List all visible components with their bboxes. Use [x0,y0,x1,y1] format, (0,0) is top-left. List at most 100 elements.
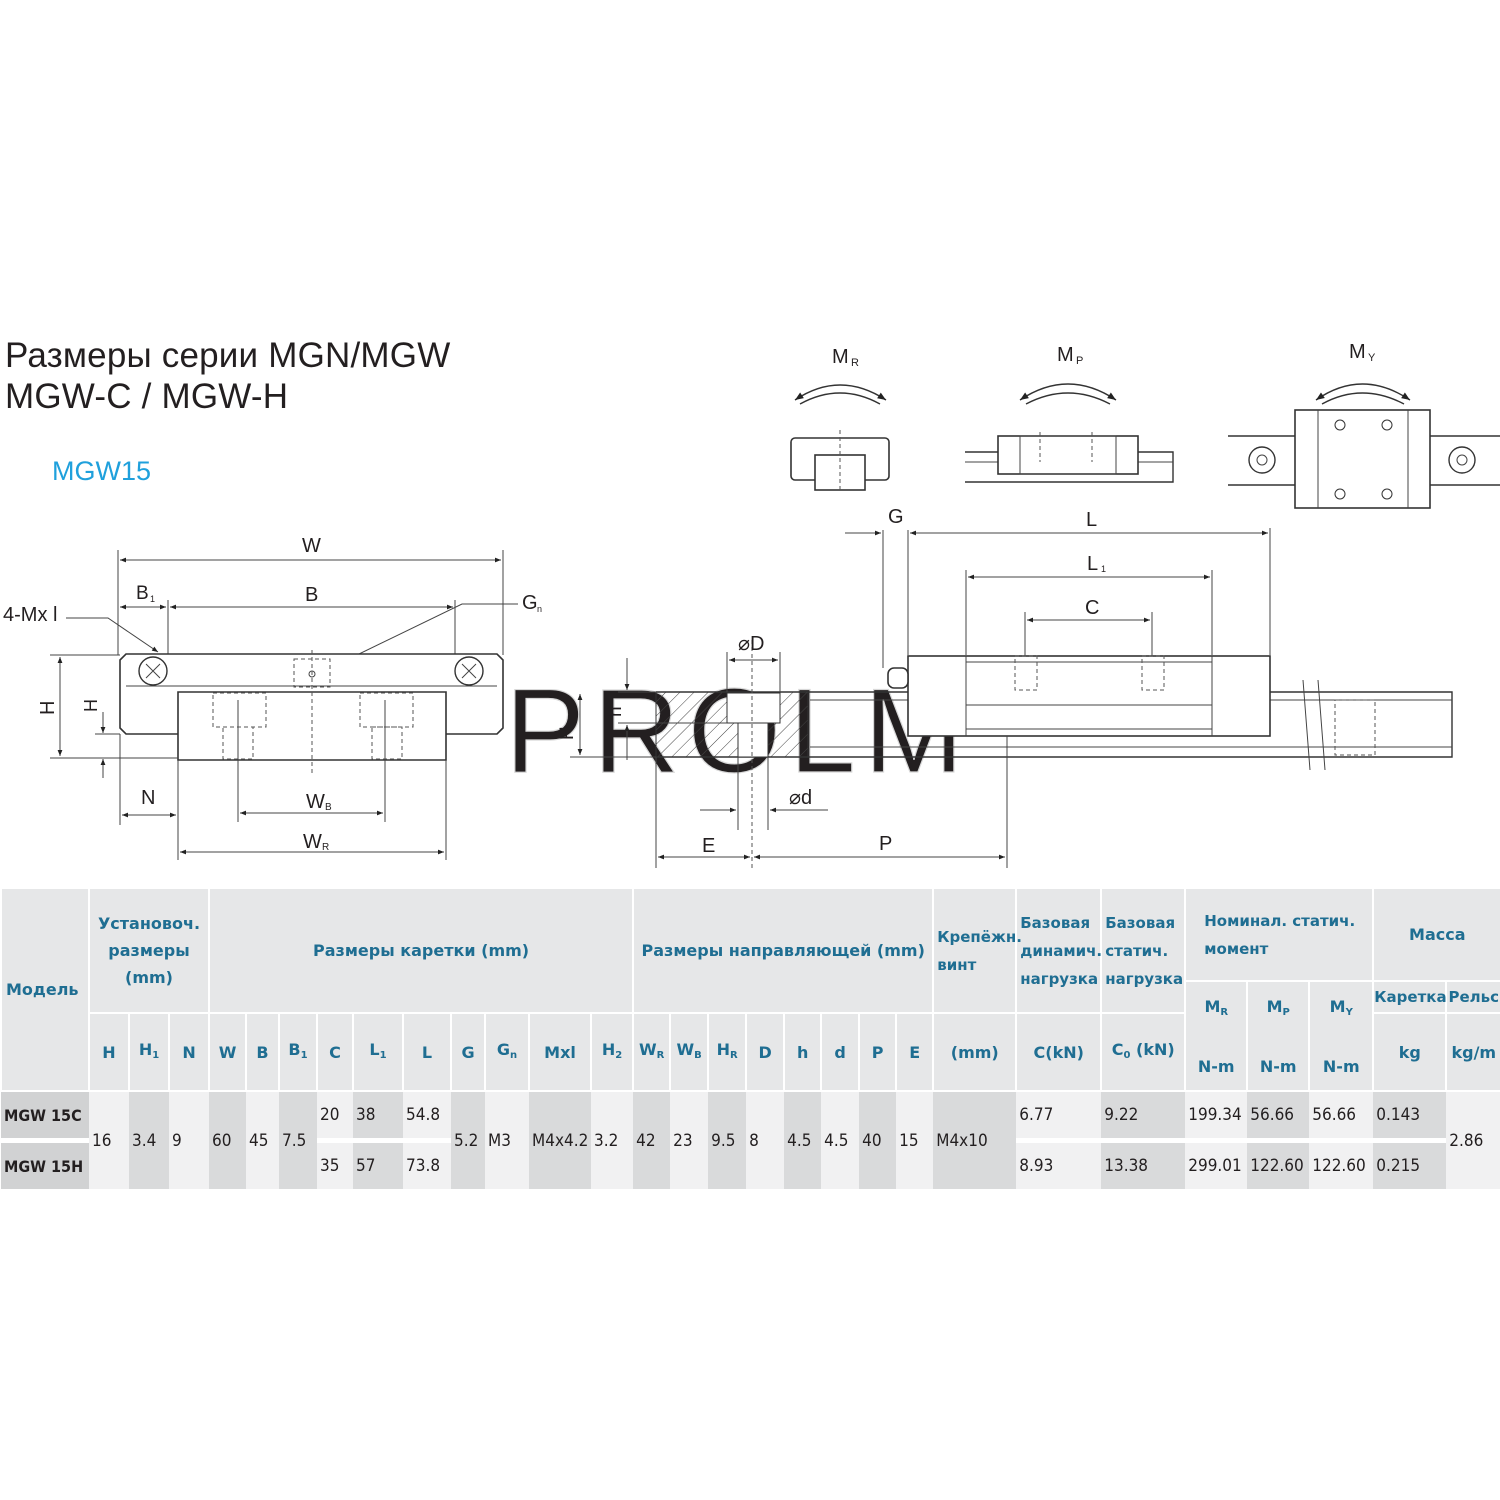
cell-N: 9 [169,1091,210,1189]
svg-text:R: R [851,357,859,369]
svg-text:n: n [537,604,542,614]
cell-kg: 0.143 [1373,1091,1447,1141]
svg-text:⌀D: ⌀D [738,633,764,655]
cell-C-kN: 6.77 [1016,1091,1102,1141]
cell-h: 4.5 [784,1091,822,1189]
col-B: B [245,1012,281,1092]
col-h: h [783,1012,823,1092]
col-WB: WB [669,1012,710,1092]
cell-MY: 56.66 [1309,1091,1374,1141]
cell-H1: 3.4 [129,1091,169,1189]
svg-text:P: P [879,833,892,855]
col-kg: kg [1372,1012,1448,1092]
svg-text:1: 1 [1101,564,1106,574]
svg-text:B: B [325,802,332,813]
col-bolt-unit: (mm) [932,1012,1018,1092]
table-row: MGW 15C 16 3.4 9 60 45 7.5 20 38 54.8 5.… [1,1091,1500,1189]
svg-text:G: G [888,506,904,528]
cell-MP: 56.66 [1247,1091,1310,1141]
technical-drawing: PROLM MR MP MY W B1 [3,341,1500,870]
cell-B: 45 [246,1091,280,1189]
cell-MY: 122.60 [1309,1138,1374,1189]
cell-C: 35 [317,1138,354,1189]
header-carriage: Размеры каретки (mm) [208,887,635,1014]
svg-text:P: P [1076,355,1083,367]
col-C: C [316,1012,355,1092]
col-C0-kN: C0 (kN) [1100,1012,1187,1092]
cell-Gn: M3 [485,1091,530,1189]
col-C-kN: C(kN) [1015,1012,1103,1092]
header-install: Установоч.размеры(mm) [87,887,211,1014]
cell-C0: 9.22 [1101,1091,1186,1141]
svg-text:M: M [832,346,849,368]
col-H2: H2 [590,1012,635,1092]
col-L: L [402,1012,453,1092]
cell-rail-mass: 2.86 [1446,1091,1500,1189]
svg-text:4-Mx l: 4-Mx l [3,604,57,626]
cell-W: 60 [209,1091,247,1189]
spec-table: Модель Установоч.размеры(mm) Размеры кар… [0,887,1500,1189]
cell-d: 4.5 [821,1091,860,1189]
header-moment: Номинал. статич.момент [1184,887,1375,982]
col-HR: HR [707,1012,748,1092]
svg-text:E: E [702,835,715,857]
col-W: W [208,1012,248,1092]
page-title: Размеры серии MGN/MGW [5,336,451,375]
col-N: N [167,1012,211,1092]
col-H1: H1 [128,1012,170,1092]
col-G: G [450,1012,487,1092]
cell-L: 73.8 [403,1138,452,1189]
svg-text:H: H [37,701,59,715]
cell-B1: 7.5 [279,1091,318,1189]
svg-text:C: C [1085,597,1099,619]
table-row: MGW 15H 35 57 73.8 8.93 13.38 299.01 122… [1,1138,1500,1189]
col-B1: B1 [278,1012,319,1092]
cell-D: 8 [746,1091,785,1189]
model-cell: MGW 15H [1,1138,89,1189]
header-model: Модель [0,887,90,1092]
svg-text:⌀d: ⌀d [789,787,812,809]
svg-text:W: W [303,831,322,853]
cell-Mxl: M4x4.2 [529,1091,592,1189]
svg-text:W: W [302,535,321,557]
cell-kg: 0.215 [1373,1138,1447,1189]
svg-text:M: M [1057,344,1074,366]
svg-text:Y: Y [1368,352,1376,364]
cell-WR: 42 [633,1091,671,1189]
header-rail: Размеры направляющей (mm) [632,887,935,1014]
svg-text:L: L [1086,509,1097,531]
col-WR: WR [632,1012,672,1092]
cell-bolt: M4x10 [933,1091,1017,1189]
svg-text:W: W [306,791,325,813]
cell-C0: 13.38 [1101,1138,1186,1189]
svg-text:B: B [136,583,149,604]
cell-C-kN: 8.93 [1016,1138,1102,1189]
cell-MR: 299.01 [1185,1138,1248,1189]
cell-WB: 23 [670,1091,709,1189]
cell-MR: 199.34 [1185,1091,1248,1141]
cell-G: 5.2 [451,1091,486,1189]
col-D: D [745,1012,786,1092]
cell-L1: 57 [353,1138,404,1189]
cell-HR: 9.5 [708,1091,747,1189]
col-Gn: Gn [484,1012,531,1092]
cell-H2: 3.2 [591,1091,634,1189]
model-tag: MGW15 [52,456,152,486]
model-cell: MGW 15C [1,1091,89,1141]
cell-H: 16 [89,1091,129,1189]
cell-L1: 38 [353,1091,404,1141]
svg-text:H: H [81,699,101,712]
cell-P: 40 [859,1091,897,1189]
svg-text:B: B [305,584,318,606]
cell-C: 20 [317,1091,354,1141]
cell-MP: 122.60 [1247,1138,1310,1189]
header-bolt: Крепёжн.винт [932,887,1022,1014]
